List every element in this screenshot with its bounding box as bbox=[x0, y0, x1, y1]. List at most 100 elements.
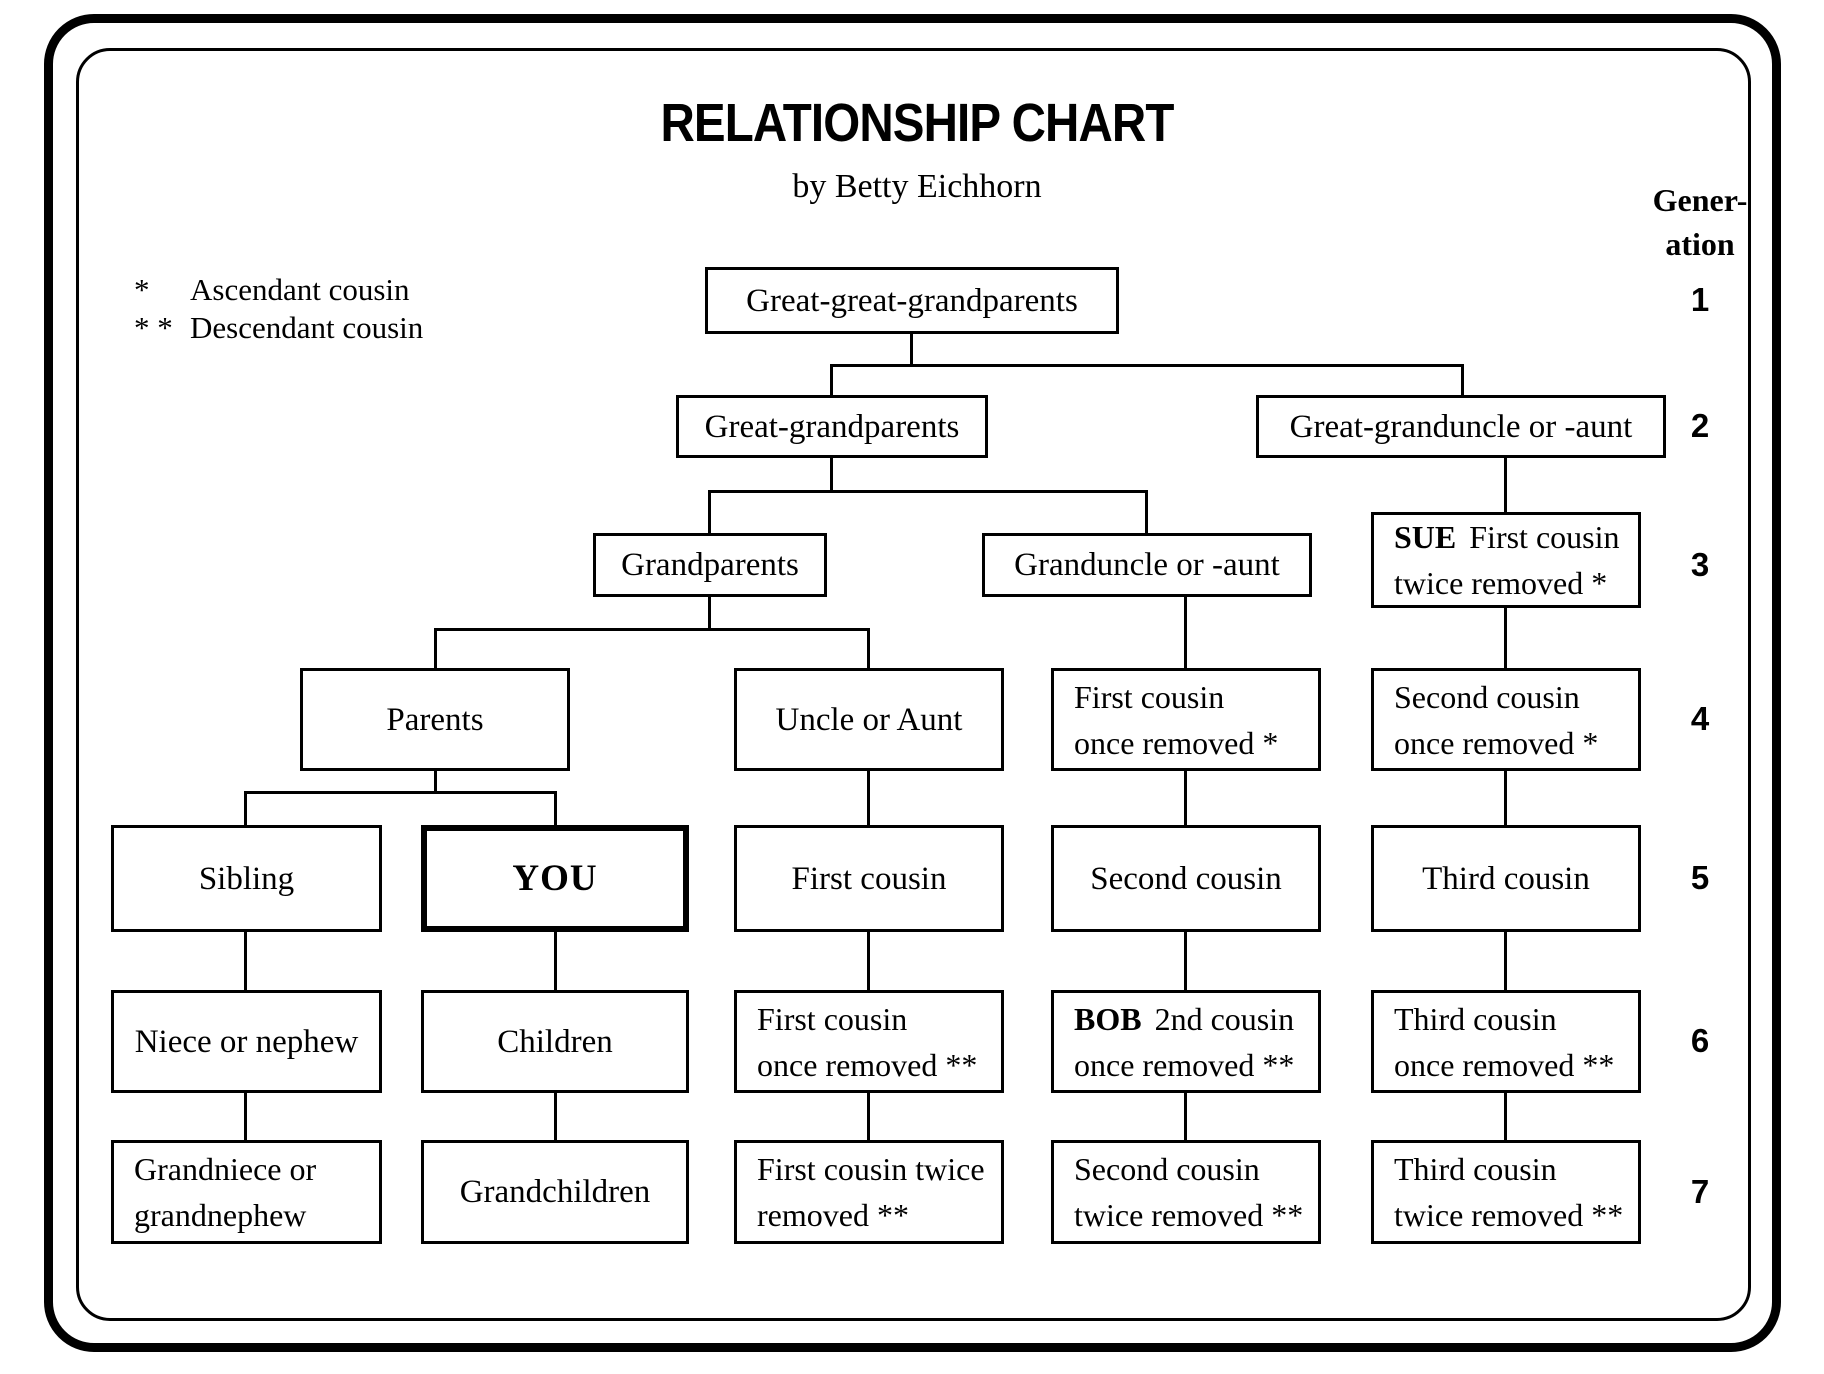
connector-line bbox=[1145, 490, 1148, 533]
box-label: Great-great-grandparents bbox=[746, 282, 1078, 319]
box-sibling: Sibling bbox=[111, 825, 382, 932]
connector-line bbox=[1461, 364, 1464, 395]
box-line1: First cousin bbox=[1074, 678, 1225, 715]
connector-line bbox=[867, 932, 870, 990]
box-first-cousin-once-removed-descendant: First cousin once removed ** bbox=[734, 990, 1004, 1093]
box-line2: grandnephew bbox=[134, 1197, 307, 1233]
box-you: YOU bbox=[421, 825, 689, 932]
box-label: YOU bbox=[512, 857, 598, 899]
box-line2: removed ** bbox=[757, 1197, 909, 1233]
box-third-cousin-once-removed-descendant: Third cousin once removed ** bbox=[1371, 990, 1641, 1093]
box-line1: Third cousin bbox=[1394, 1000, 1557, 1037]
box-second-cousin-twice-removed-descendant: Second cousin twice removed ** bbox=[1051, 1140, 1321, 1244]
person-name-bob: BOB bbox=[1074, 1000, 1142, 1037]
connector-line bbox=[708, 597, 711, 631]
box-third-cousin-twice-removed-descendant: Third cousin twice removed ** bbox=[1371, 1140, 1641, 1244]
box-first-cousin-twice-removed-descendant: First cousin twice removed ** bbox=[734, 1140, 1004, 1244]
box-label: Third cousin bbox=[1422, 860, 1590, 897]
box-second-cousin: Second cousin bbox=[1051, 825, 1321, 932]
box-label: Niece or nephew bbox=[134, 1023, 359, 1060]
connector-line bbox=[554, 1093, 557, 1140]
box-great-grandparents: Great-grandparents bbox=[676, 395, 988, 458]
generation-number-7: 7 bbox=[1690, 1173, 1710, 1210]
box-label: Children bbox=[497, 1023, 613, 1060]
connector-line bbox=[1504, 932, 1507, 990]
connector-line bbox=[1184, 597, 1187, 668]
generation-number-2: 2 bbox=[1690, 407, 1710, 444]
connector-line bbox=[867, 628, 870, 668]
box-label: Great-grandparents bbox=[704, 408, 960, 445]
box-line2: twice removed ** bbox=[1394, 1197, 1624, 1233]
box-line2: once removed ** bbox=[1394, 1046, 1615, 1083]
connector-line bbox=[1504, 608, 1507, 668]
box-line2: once removed * bbox=[1074, 724, 1279, 761]
connector-line bbox=[1504, 771, 1507, 825]
box-line1: Second cousin bbox=[1074, 1151, 1260, 1187]
box-label: Parents bbox=[386, 701, 484, 738]
box-label: Sibling bbox=[198, 860, 295, 897]
box-line2: once removed ** bbox=[1074, 1046, 1295, 1083]
generation-number-3: 3 bbox=[1690, 546, 1710, 583]
chart-header: RELATIONSHIP CHART by Betty Eichhorn bbox=[417, 92, 1417, 206]
legend-label: Descendant cousin bbox=[190, 310, 424, 345]
connector-line bbox=[244, 791, 557, 794]
connector-line bbox=[554, 791, 557, 825]
page-title: RELATIONSHIP CHART bbox=[660, 93, 1174, 153]
box-line1: BOB 2nd cousin bbox=[1074, 996, 1294, 1042]
connector-line bbox=[244, 1093, 247, 1140]
box-line1: First cousin twice bbox=[757, 1151, 985, 1187]
connector-line bbox=[1504, 1093, 1507, 1140]
person-name-sue: SUE bbox=[1394, 519, 1457, 555]
asterisk-icon: * bbox=[134, 272, 150, 307]
generation-number-4: 4 bbox=[1690, 700, 1710, 737]
box-label: Grandparents bbox=[621, 547, 799, 583]
connector-line bbox=[434, 628, 437, 668]
connector-line bbox=[867, 771, 870, 825]
box-label: 2nd cousin bbox=[1154, 1000, 1295, 1037]
box-line2: once removed * bbox=[1394, 724, 1599, 761]
box-grandniece-or-grandnephew: Grandniece or grandnephew bbox=[111, 1140, 382, 1244]
box-third-cousin: Third cousin bbox=[1371, 825, 1641, 932]
box-line1: Second cousin bbox=[1394, 678, 1580, 715]
box-line2: twice removed ** bbox=[1074, 1197, 1304, 1233]
connector-line bbox=[708, 490, 711, 533]
page-subtitle: by Betty Eichhorn bbox=[792, 168, 1042, 205]
inner-border bbox=[76, 48, 1751, 1321]
legend: * Ascendant cousin * * Descendant cousin bbox=[134, 272, 423, 348]
legend-descendant: * * Descendant cousin bbox=[134, 310, 423, 348]
connector-line bbox=[830, 458, 833, 493]
box-line1: Third cousin bbox=[1394, 1151, 1557, 1187]
box-niece-or-nephew: Niece or nephew bbox=[111, 990, 382, 1093]
box-grandchildren: Grandchildren bbox=[421, 1140, 689, 1244]
connector-line bbox=[554, 932, 557, 990]
connector-line bbox=[830, 364, 1464, 367]
box-line2: twice removed * bbox=[1394, 565, 1608, 601]
connector-line bbox=[434, 628, 870, 631]
connector-line bbox=[830, 364, 833, 395]
generation-header-line2: ation bbox=[1665, 226, 1735, 262]
box-great-granduncle-or-aunt: Great-granduncle or -aunt bbox=[1256, 395, 1666, 458]
connector-line bbox=[910, 334, 913, 367]
box-children: Children bbox=[421, 990, 689, 1093]
legend-ascendant: * Ascendant cousin bbox=[134, 272, 423, 310]
generation-header-line1: Gener- bbox=[1652, 182, 1748, 218]
box-label: Great-granduncle or -aunt bbox=[1289, 408, 1633, 445]
legend-label: Ascendant cousin bbox=[190, 272, 410, 307]
outer-border bbox=[44, 14, 1781, 1352]
box-parents: Parents bbox=[300, 668, 570, 771]
box-line1: First cousin bbox=[757, 1000, 908, 1037]
generation-number-5: 5 bbox=[1690, 859, 1710, 896]
double-asterisk-icon: * * bbox=[134, 310, 173, 345]
box-granduncle-or-aunt: Granduncle or -aunt bbox=[982, 533, 1312, 597]
connector-line bbox=[1184, 932, 1187, 990]
box-line1: Grandniece or bbox=[134, 1151, 317, 1187]
box-label: Second cousin bbox=[1090, 860, 1282, 897]
connector-line bbox=[867, 1093, 870, 1140]
connector-line bbox=[434, 771, 437, 794]
box-label: First cousin bbox=[791, 860, 947, 897]
box-second-cousin-once-removed-ascendant: Second cousin once removed * bbox=[1371, 668, 1641, 771]
box-line2: once removed ** bbox=[757, 1046, 978, 1083]
